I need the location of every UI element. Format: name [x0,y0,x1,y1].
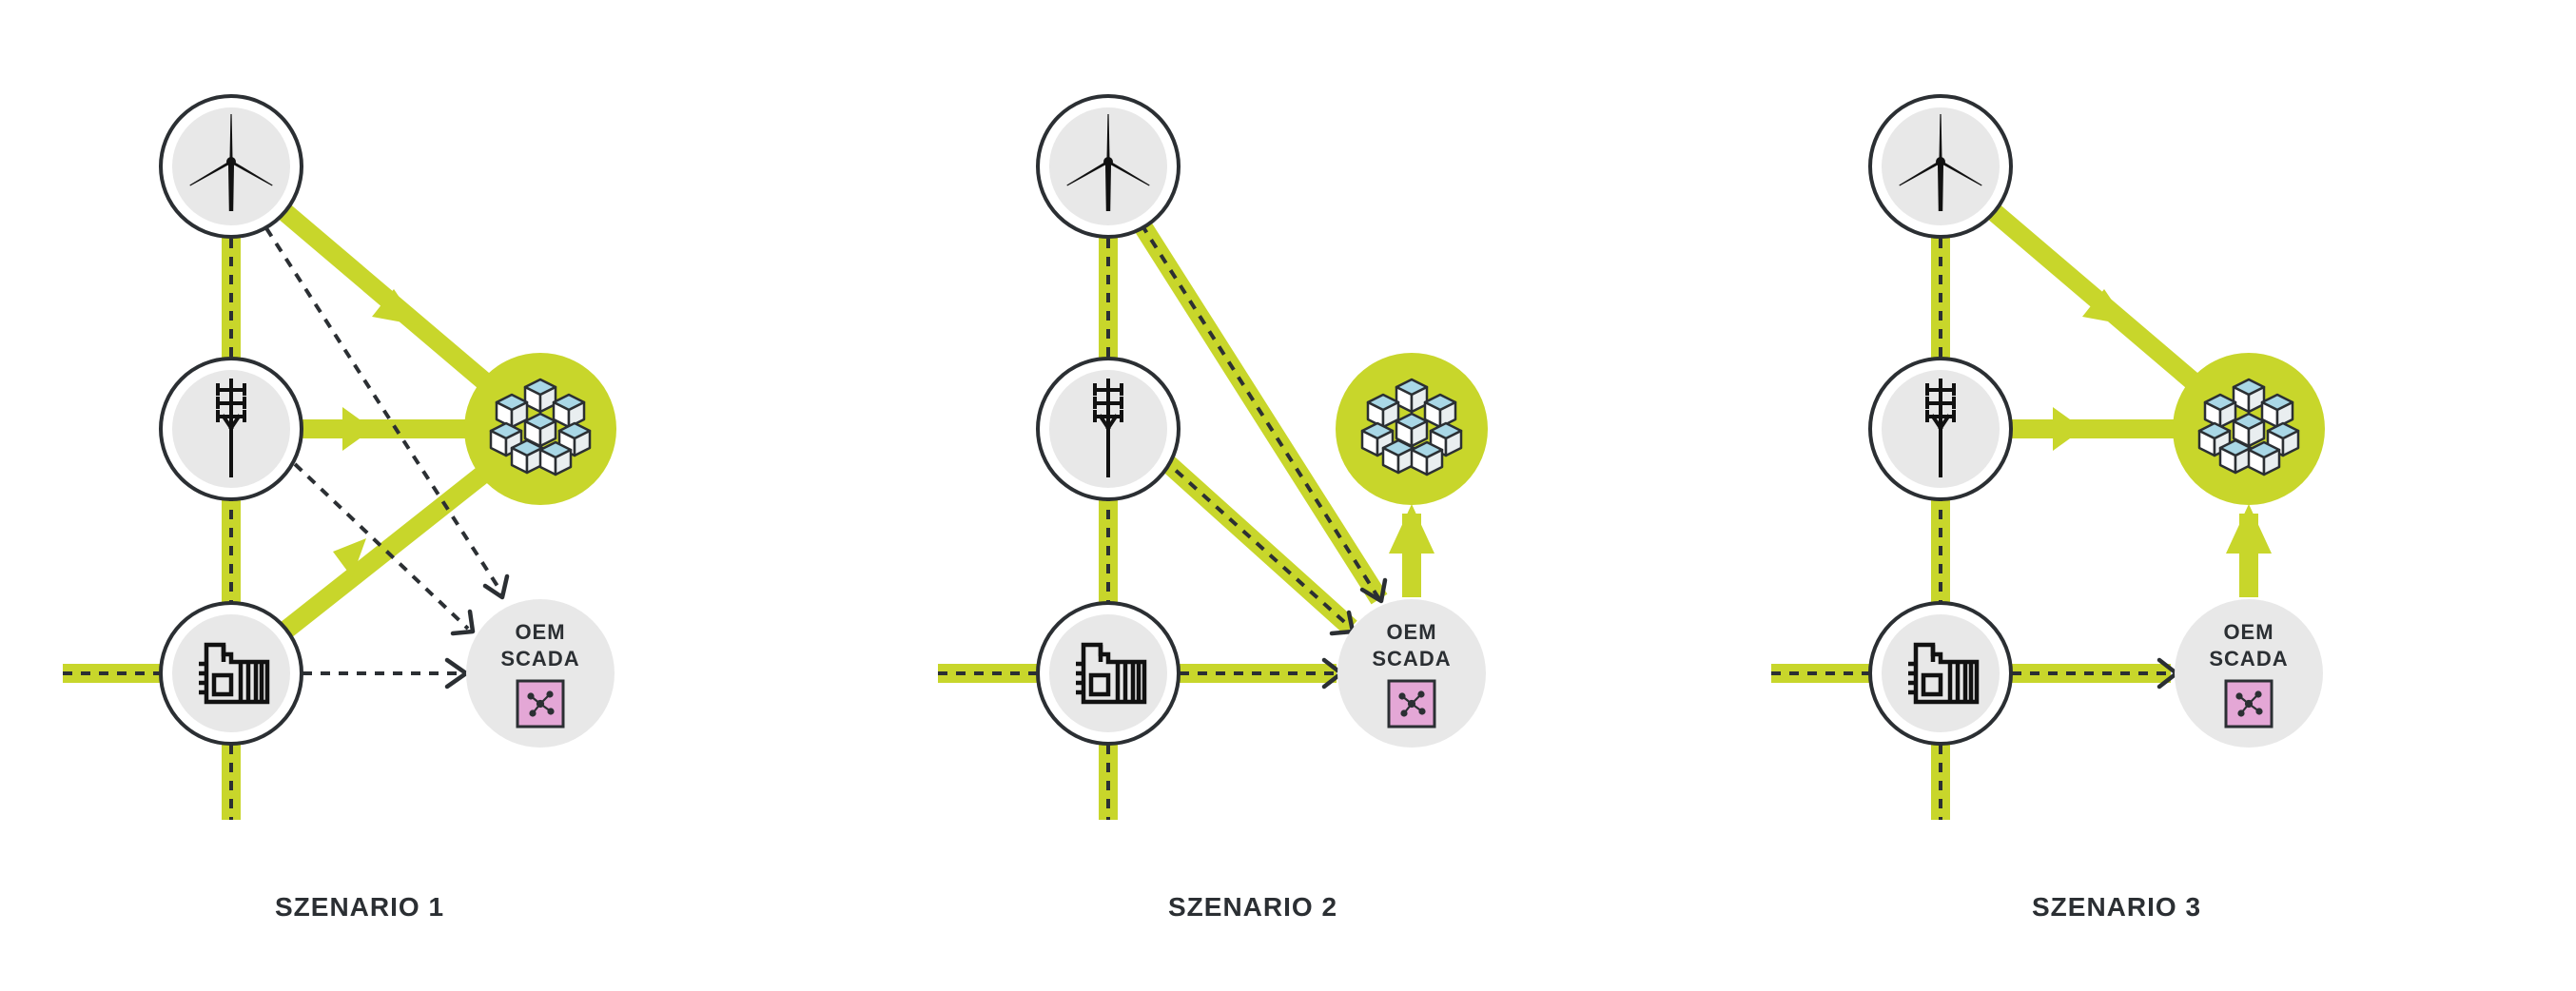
dashed-flows [264,226,504,675]
power-pylon-node [1036,357,1181,501]
data-cubes-node [1336,353,1488,505]
scada-label-line1: OEM [515,620,565,644]
scada-label-line1: OEM [1386,620,1436,644]
scada-label-line2: SCADA [500,647,579,670]
scenario-1: OEM SCADA [63,94,616,820]
network-icon [1387,679,1436,729]
scenario-2-caption: SZENARIO 2 [1167,892,1338,922]
scada-label-line1: OEM [2223,620,2274,644]
power-pylon-node [1868,357,2013,501]
scenario-1-caption: SZENARIO 1 [274,892,445,922]
wind-turbine-node [159,94,303,239]
oem-scada-node: OEM SCADA [466,599,615,748]
scada-label-line2: SCADA [2209,647,2288,670]
scada-label-line2: SCADA [1372,647,1451,670]
substation-to-scada-flow [2012,657,2179,690]
scada-to-cubes-flow [1389,504,1434,597]
scada-to-cubes-flow [2226,504,2272,597]
wind-turbine-node [1036,94,1181,239]
substation-node [1036,601,1181,746]
scenario-3: OEM SCADA [1771,94,2325,820]
network-icon [2224,679,2274,729]
scenario-2: OEM SCADA [938,94,1488,820]
substation-node [1868,601,2013,746]
substation-node [159,601,303,746]
scenario-3-caption: SZENARIO 3 [2031,892,2202,922]
oem-scada-node: OEM SCADA [2175,599,2323,748]
flow-arrowheads [2053,289,2129,451]
flow-arrowheads [333,289,419,577]
network-icon [516,679,565,729]
data-cubes-node [464,353,616,505]
wind-turbine-node [1868,94,2013,239]
oem-scada-node: OEM SCADA [1337,599,1486,748]
combined-flows [1133,219,1388,683]
data-cubes-node [2173,353,2325,505]
power-pylon-node [159,357,303,501]
